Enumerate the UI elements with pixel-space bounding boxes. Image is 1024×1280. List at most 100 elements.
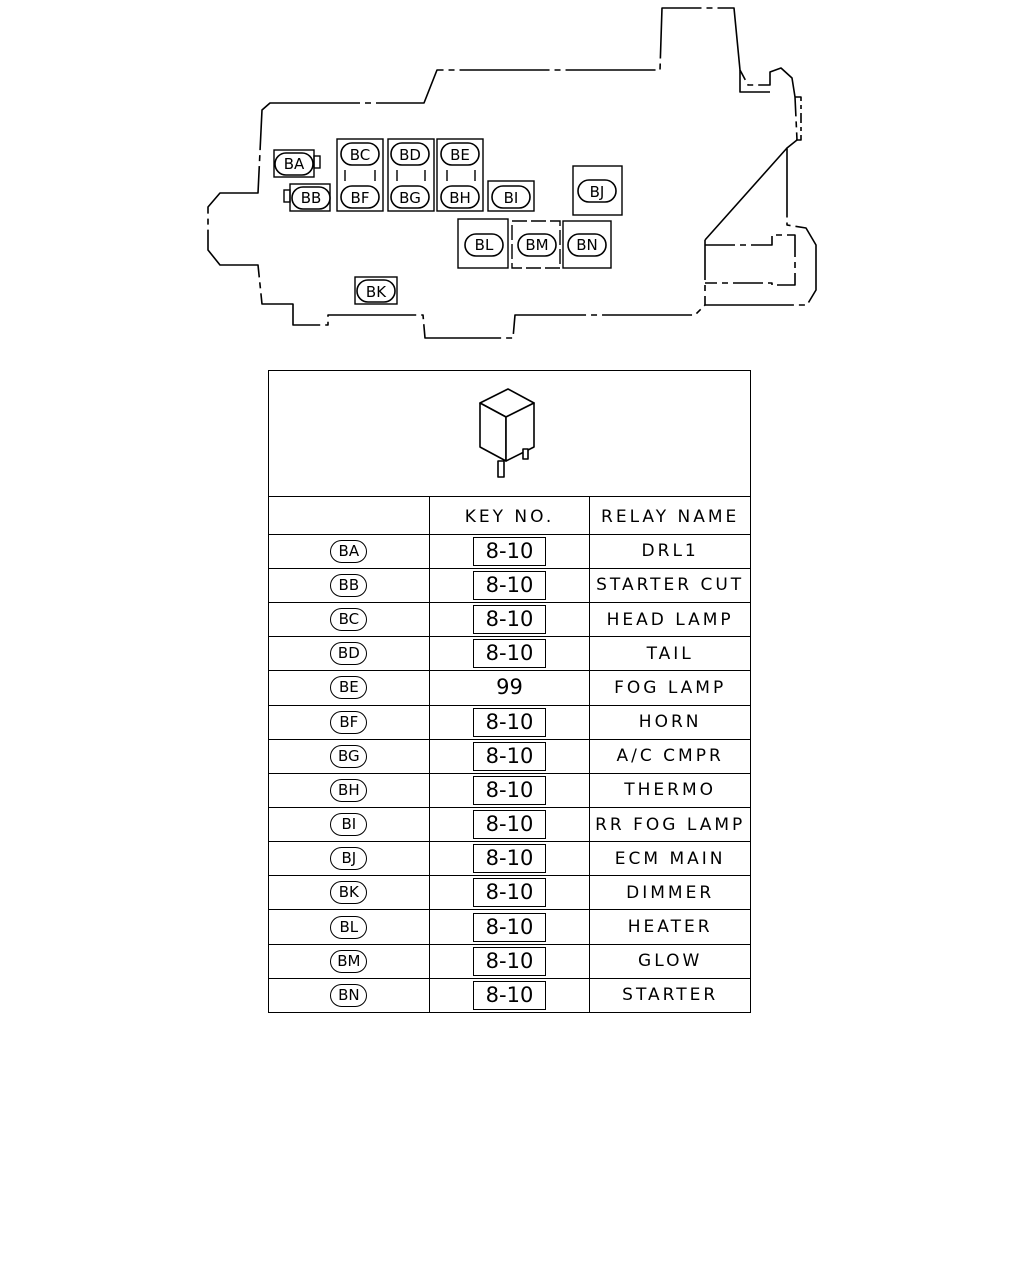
key-no-cell: 8-10 [428,636,591,672]
relay-name-cell: TAIL [589,636,751,672]
relay-name-cell: HEAD LAMP [589,602,751,638]
housing-inner-line [705,234,796,286]
relay-cube-icon [478,388,535,479]
key-no-cell: 8-10 [428,943,591,979]
relay-id-cell: BE [268,670,430,706]
relay-pill-bk [356,279,396,303]
key-no-cell: 8-10 [428,909,591,945]
key-no-cell: 8-10 [428,772,591,809]
relay-pill-bj [577,179,617,203]
key-no-value: 8-10 [472,946,546,976]
relay-pill-bg [390,185,430,209]
relay-label-bm: BM [525,236,548,254]
relay-name-cell: HORN [589,704,751,740]
relay-id-cell: BN [268,977,430,1014]
relay-pill-bf [340,185,380,209]
key-no-cell: 8-10 [428,704,591,740]
relay-id-badge: BI [330,813,368,837]
relay-label-bf: BF [351,189,370,207]
relay-label-ba: BA [284,155,305,173]
relay-id-cell: BM [268,943,430,979]
relay-name-cell: GLOW [589,943,751,979]
key-no-value: 8-10 [472,639,546,669]
relay-id-badge: BJ [330,847,368,871]
relay-pill-bl [464,233,504,257]
relay-id-badge: BF [330,710,368,734]
key-no-value: 99 [496,675,523,700]
key-no-value: 8-10 [472,810,546,840]
relay-label-be: BE [450,146,470,164]
key-no-value: 8-10 [472,741,546,771]
relay-id-cell: BJ [268,841,430,877]
header-relay-name: RELAY NAME [589,495,751,535]
relay-label-bl: BL [475,236,494,254]
relay-id-badge: BH [330,778,368,802]
relay-name-cell: STARTER CUT [589,567,751,604]
housing-inner-line [704,147,788,241]
key-no-value: 8-10 [472,536,546,566]
key-no-cell: 8-10 [428,875,591,911]
relay-name-cell: THERMO [589,772,751,809]
relay-pill-be [440,142,480,166]
relay-box-outline [207,7,817,339]
key-no-value: 8-10 [472,844,546,874]
table-row: BJ 8-10 ECM MAIN [268,841,751,877]
relay-id-cell: BD [268,636,430,672]
key-no-cell: 8-10 [428,841,591,877]
relay-pill-bm [517,233,557,257]
table-row: BM 8-10 GLOW [268,943,751,979]
relay-label-bg: BG [399,189,421,207]
relay-id-badge: BA [330,539,368,563]
key-no-value: 8-10 [472,912,546,942]
table-row: BL 8-10 HEATER [268,909,751,945]
housing-inner-line [795,96,802,141]
table-row: BN 8-10 STARTER [268,977,751,1014]
relay-pill-bd [390,142,430,166]
relay-label-bk: BK [366,283,387,301]
relay-id-badge: BK [330,881,368,905]
key-no-cell: 8-10 [428,806,591,843]
relay-name-cell: DRL1 [589,533,751,569]
relay-id-badge: BM [330,949,368,973]
table-row: BA 8-10 DRL1 [268,533,751,569]
relay-pill-bi [491,185,531,209]
key-no-cell: 8-10 [428,533,591,569]
relay-id-badge: BN [330,983,368,1007]
relay-id-cell: BH [268,772,430,809]
relay-label-bb: BB [301,189,322,207]
relay-id-cell: BA [268,533,430,569]
key-no-cell: 99 [428,670,591,706]
key-no-value: 8-10 [472,707,546,737]
relay-box-diagram: BA BB BC BD BE BF BG BH BI BJ BK BL BM B… [207,7,817,339]
relay-id-badge: BL [330,915,368,939]
relay-pill-bh [440,185,480,209]
housing-inner-line [739,70,770,93]
key-no-value: 8-10 [472,605,546,635]
relay-label-bi: BI [504,189,519,207]
relay-id-cell: BI [268,806,430,843]
relay-label-bc: BC [350,146,371,164]
header-blank [268,495,430,535]
relay-id-cell: BB [268,567,430,604]
relay-id-badge: BD [330,642,368,666]
relay-name-cell: FOG LAMP [589,670,751,706]
relay-id-cell: BC [268,602,430,638]
key-no-cell: 8-10 [428,977,591,1014]
table-row: BF 8-10 HORN [268,704,751,740]
relay-id-badge: BG [330,744,368,768]
relay-id-badge: BC [330,608,368,632]
relay-id-cell: BL [268,909,430,945]
relay-id-cell: BK [268,875,430,911]
relay-id-cell: BF [268,704,430,740]
relay-label-bh: BH [449,189,471,207]
relay-pill-bb [291,186,331,210]
relay-name-cell: STARTER [589,977,751,1014]
table-row: BE 99 FOG LAMP [268,670,751,706]
key-no-value: 8-10 [472,980,546,1010]
relay-name-cell: ECM MAIN [589,841,751,877]
relay-name-cell: HEATER [589,909,751,945]
table-row: BD 8-10 TAIL [268,636,751,672]
